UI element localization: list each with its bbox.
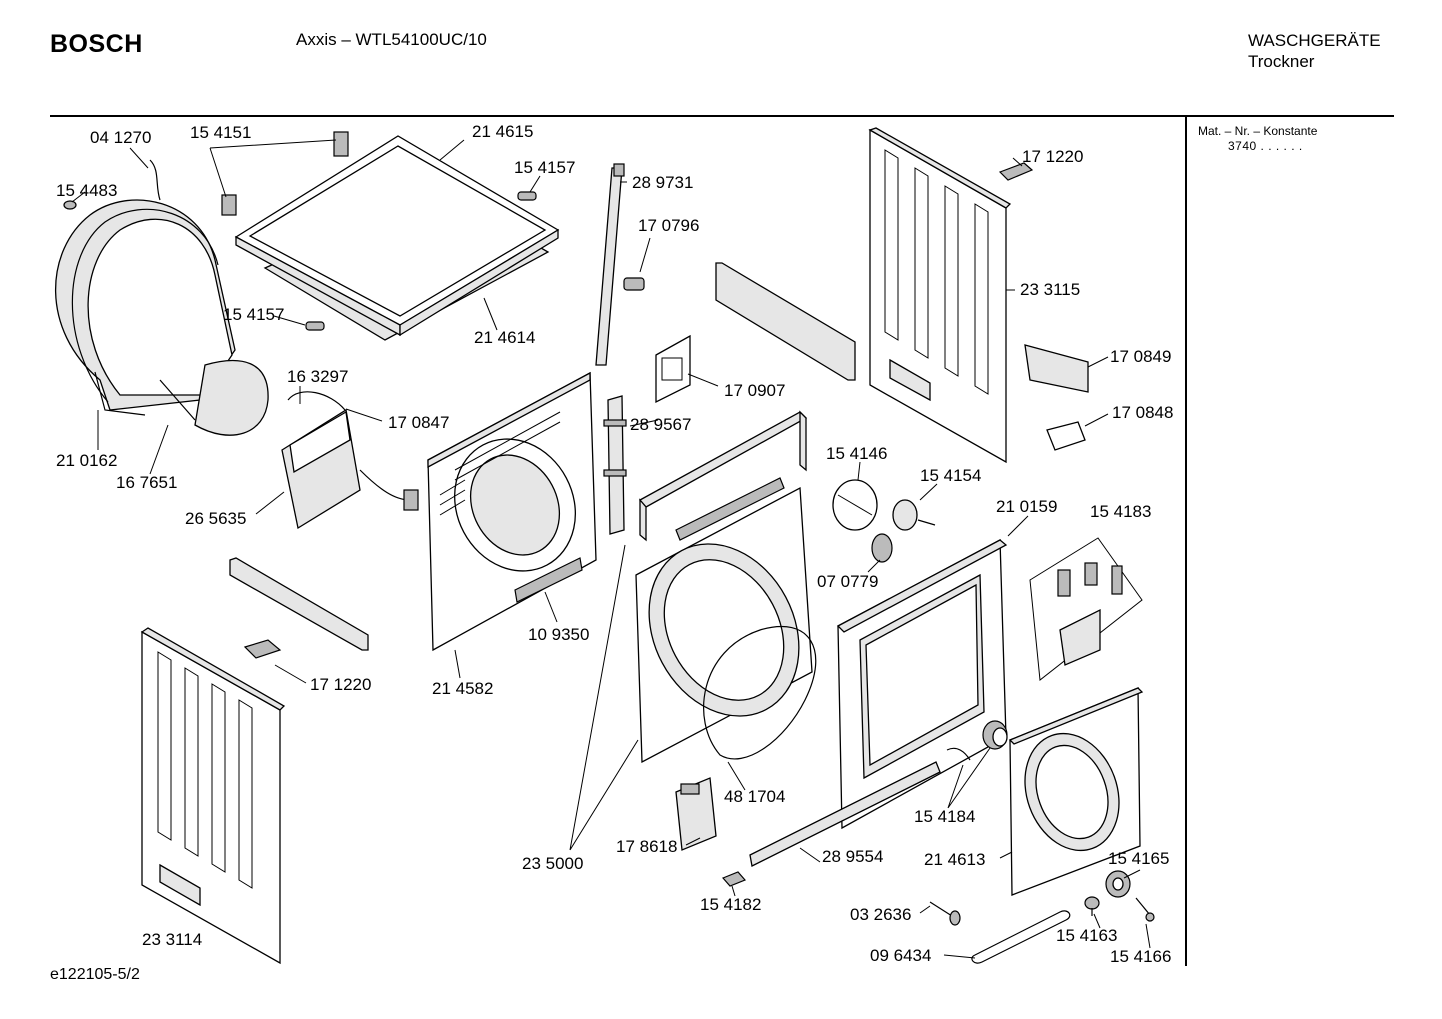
rear-panel-part (427, 371, 597, 652)
bulb-part (871, 533, 893, 563)
part-label: 17 0847 (388, 413, 449, 432)
cross-brace-part (229, 557, 369, 659)
door-frame-part (1008, 687, 1144, 896)
latch-part (721, 871, 747, 887)
part-label: 26 5635 (185, 509, 246, 528)
rail-part (715, 262, 856, 381)
part-label: 21 0159 (996, 497, 1057, 516)
screw-large-part (929, 901, 961, 926)
sidebar-divider (1185, 117, 1187, 966)
part-label: 21 4613 (924, 850, 985, 869)
mat-number-value: 3740 . . . . . . (1228, 139, 1303, 153)
front-frame-part (635, 410, 813, 764)
part-label: 15 4163 (1056, 926, 1117, 945)
spring-part (946, 747, 971, 761)
clip-part (623, 277, 645, 291)
category-line-2: Trockner (1248, 52, 1315, 71)
part-label: 17 8618 (616, 837, 677, 856)
pin-part (1135, 897, 1155, 922)
heater-part (281, 391, 419, 530)
screw-part (63, 200, 77, 210)
leader-lines (71, 139, 1151, 959)
category-line-1: WASCHGERÄTE (1248, 31, 1381, 50)
category-label: WASCHGERÄTE Trockner (1248, 30, 1381, 72)
switch-part (675, 777, 717, 851)
hinge-kit-part (1029, 537, 1143, 681)
model-title: Axxis – WTL54100UC/10 (296, 30, 487, 49)
header-divider (50, 115, 1394, 117)
part-label: 04 1270 (90, 128, 151, 147)
part-label: 15 4157 (514, 158, 575, 177)
part-label: 15 4166 (1110, 947, 1171, 966)
cover-plate-part (1024, 344, 1089, 451)
bottom-strip-part (749, 761, 941, 867)
side-panel-right (868, 127, 1012, 464)
part-label: 21 4614 (474, 328, 535, 347)
part-label: 15 4151 (190, 123, 251, 142)
front-panel-part (836, 538, 1008, 830)
part-label: 28 9731 (632, 173, 693, 192)
part-label: 15 4483 (56, 181, 117, 200)
part-label: 23 5000 (522, 854, 583, 873)
part-label: 23 3114 (142, 930, 202, 949)
part-label: 48 1704 (724, 787, 785, 806)
drawing-id: e122105-5/2 (50, 966, 140, 983)
drum-part (55, 199, 269, 436)
bracket-part (221, 131, 537, 331)
part-label: 21 0162 (56, 451, 117, 470)
brand-logo: BOSCH (50, 30, 143, 58)
door-gasket-part (703, 625, 817, 760)
label-plate-part (655, 334, 691, 404)
part-label: 28 9567 (630, 415, 691, 434)
part-label: 09 6434 (870, 946, 931, 965)
part-label: 17 0907 (724, 381, 785, 400)
belt-part (971, 910, 1071, 964)
part-label: 15 4146 (826, 444, 887, 463)
part-label: 17 0848 (1112, 403, 1173, 422)
lamp-cover-part (832, 479, 878, 531)
bearing-bracket-part (603, 395, 627, 535)
part-label: 23 3115 (1020, 280, 1080, 299)
part-label: 15 4182 (700, 895, 761, 914)
side-panel-left (140, 627, 286, 965)
roller-part (1105, 870, 1131, 898)
part-label: 16 7651 (116, 473, 177, 492)
small-block-part (998, 162, 1034, 181)
part-label: 15 4157 (223, 305, 284, 324)
part-label: 21 4615 (472, 122, 533, 141)
part-label: 15 4183 (1090, 502, 1151, 521)
knob-part (982, 720, 1008, 750)
top-cover-part (234, 135, 560, 341)
part-label: 03 2636 (850, 905, 911, 924)
part-label: 28 9554 (822, 847, 883, 866)
part-label: 17 1220 (1022, 147, 1083, 166)
hose-part (149, 159, 161, 201)
foot-part (1084, 896, 1100, 916)
part-label: 17 0849 (1110, 347, 1171, 366)
part-label: 15 4184 (914, 807, 975, 826)
mat-number-label: Mat. – Nr. – Konstante (1198, 124, 1318, 138)
strip-part (595, 163, 625, 366)
part-label: 17 1220 (310, 675, 371, 694)
part-label: 21 4582 (432, 679, 493, 698)
part-label: 16 3297 (287, 367, 348, 386)
part-labels: 04 1270 15 4151 21 4615 15 4157 28 9731 … (56, 122, 1173, 966)
part-label: 17 0796 (638, 216, 699, 235)
part-label: 15 4165 (1108, 849, 1169, 868)
lamp-socket-part (892, 499, 936, 531)
part-label: 10 9350 (528, 625, 589, 644)
part-label: 07 0779 (817, 572, 878, 591)
part-label: 15 4154 (920, 466, 981, 485)
